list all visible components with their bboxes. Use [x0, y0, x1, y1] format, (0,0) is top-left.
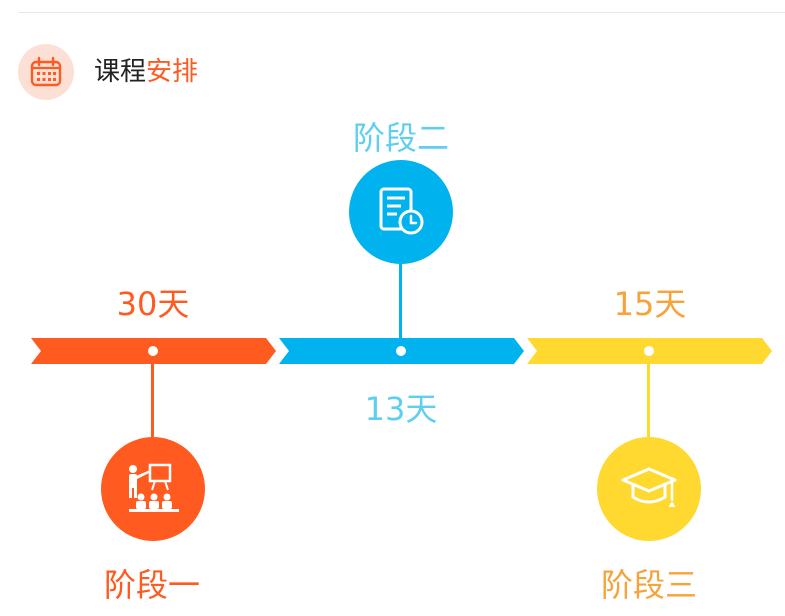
stage2-duration: 13天 [364, 390, 438, 428]
stage1-connector [151, 356, 154, 440]
stage3-duration: 15天 [613, 285, 687, 323]
stage3-name: 阶段三 [600, 566, 698, 604]
stage3-connector [647, 356, 650, 440]
stage1-duration: 30天 [116, 285, 190, 323]
stage2-connector [399, 260, 402, 346]
stage3-marker-dot [644, 346, 654, 356]
section-header: 课程安排 [18, 44, 198, 100]
stage2-name: 阶段二 [352, 119, 450, 157]
top-divider [18, 12, 785, 13]
classroom-presentation-icon [129, 463, 179, 512]
stage2-icon-circle [349, 160, 453, 264]
section-title: 课程安排 [94, 59, 198, 85]
stage1-name: 阶段一 [103, 566, 201, 604]
stage1-icon-circle [101, 437, 205, 541]
calendar-icon [18, 44, 74, 100]
stage1-marker-dot [148, 346, 158, 356]
schedule-document-clock-icon [379, 187, 424, 235]
graduation-cap-icon [621, 467, 677, 507]
section-title-part2: 安排 [146, 57, 199, 87]
stage3-icon-circle [597, 437, 701, 541]
section-title-part1: 课程 [94, 57, 147, 87]
stage2-marker-dot [396, 346, 406, 356]
